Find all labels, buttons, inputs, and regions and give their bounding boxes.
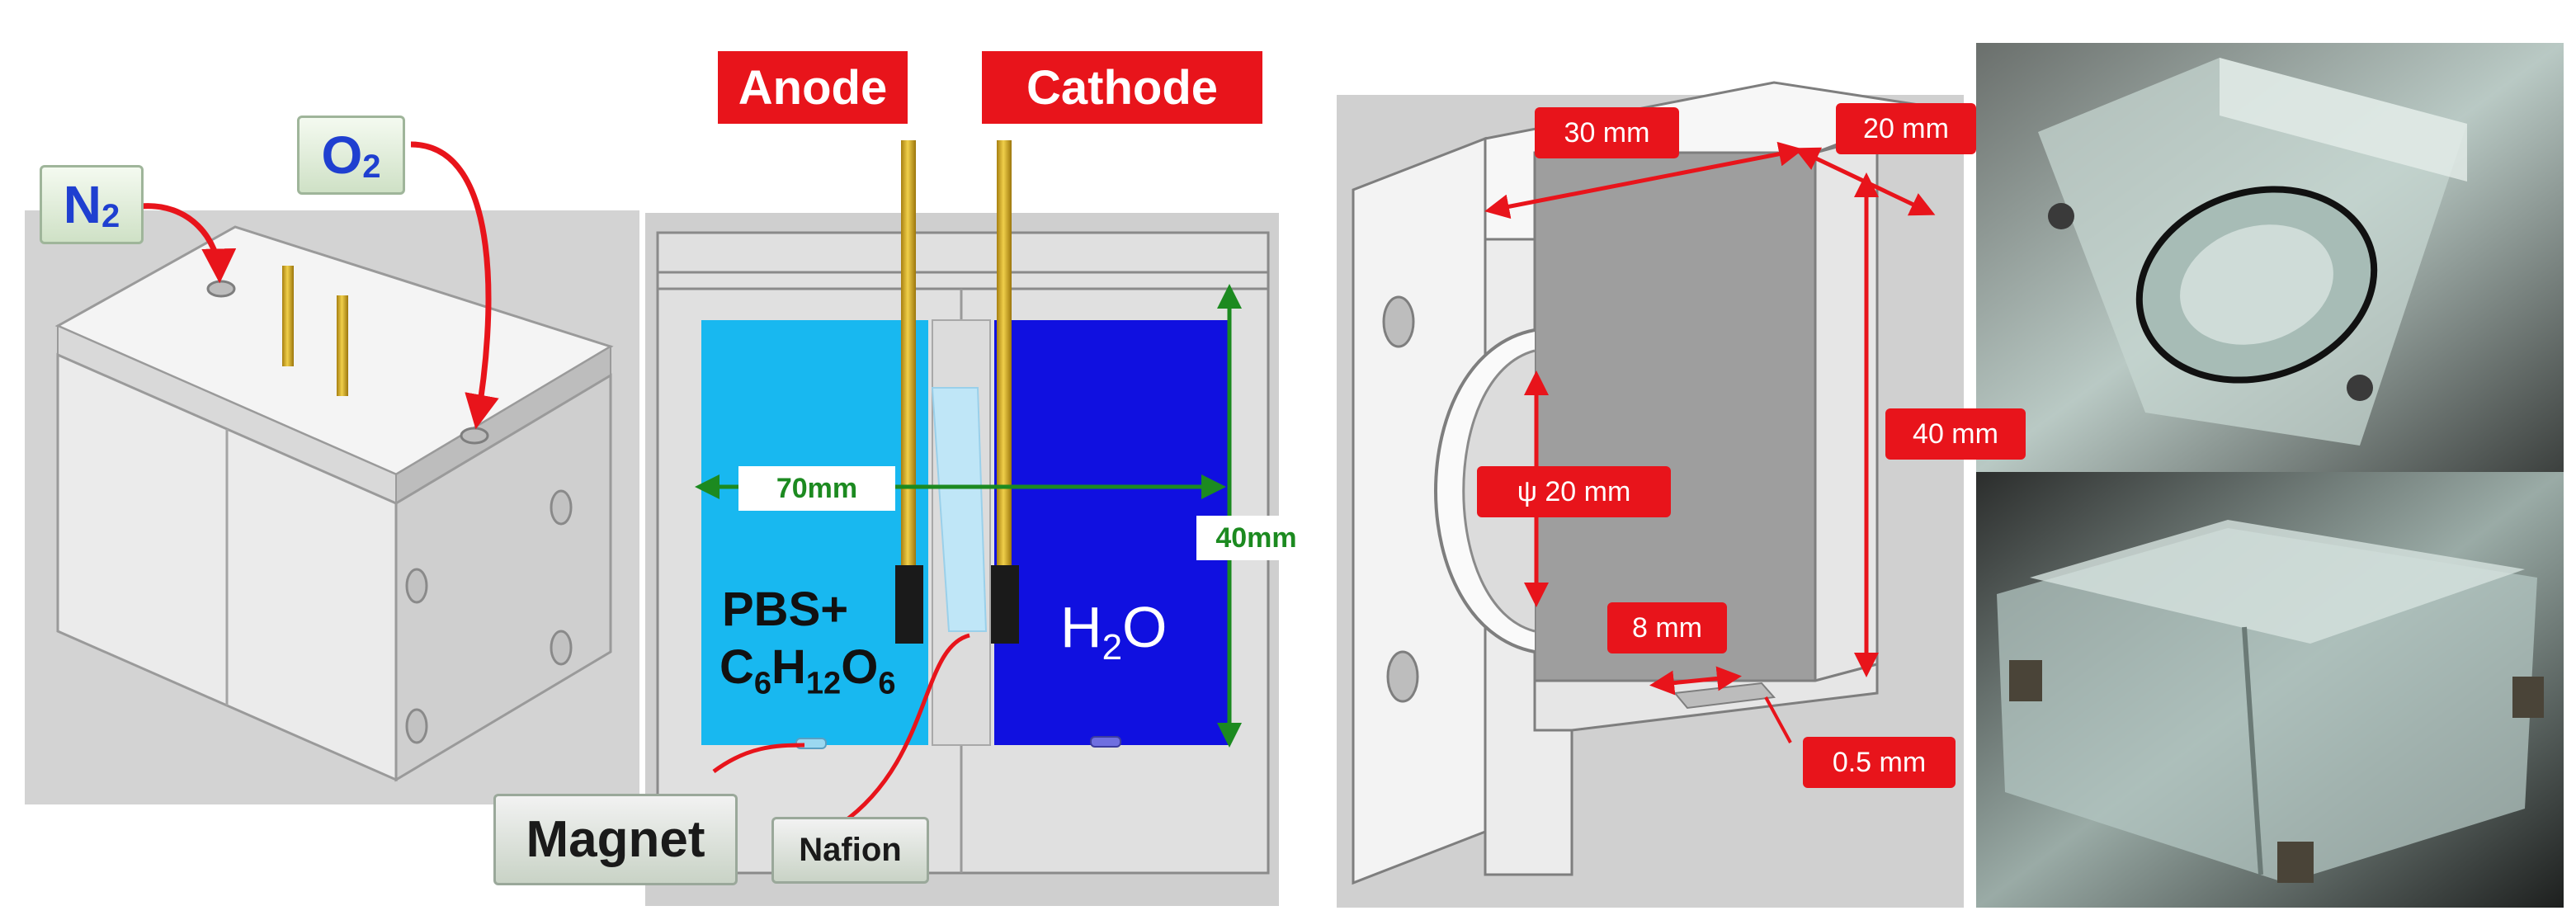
nafion-membrane (931, 387, 988, 632)
gas-inlet-arrow (139, 203, 237, 284)
anode-chamber (701, 320, 928, 745)
side-hole (550, 630, 573, 666)
bolt-hole (1382, 295, 1415, 348)
glucose-c-sub: 6 (753, 666, 772, 701)
dim-05-leader (1764, 696, 1792, 743)
electrode-rod-b (337, 295, 348, 396)
panel-a-isometric-cell (25, 141, 639, 804)
width-dimension-label: 70mm (738, 466, 895, 511)
dim-05-label: 0.5 mm (1803, 737, 1956, 788)
dim-40-label: 40 mm (1885, 408, 2026, 460)
dim-8-label: 8 mm (1607, 602, 1727, 653)
gas-outlet-port (460, 427, 489, 445)
magnet-label: Magnet (493, 794, 738, 885)
oxygen-symbol: O (321, 125, 363, 185)
electrode-rod-a (282, 266, 294, 366)
photo-bottom-bolt (2512, 677, 2544, 718)
anode-solution-glucose: C6H12O6 (719, 639, 895, 702)
nafion-leader (840, 633, 970, 826)
bolt-hole (1386, 650, 1419, 703)
anode-rod (901, 140, 916, 569)
dim-diameter-label: ψ 20 mm (1477, 466, 1671, 517)
gas-outlet-arrow (410, 141, 499, 430)
anode-electrode-tip (895, 565, 923, 644)
cathode-solution-water: H2O (1060, 594, 1168, 668)
nitrogen-symbol: N (63, 175, 101, 234)
water-o: O (1122, 595, 1168, 659)
glucose-h: H (771, 640, 806, 694)
photo-bottom-acrylic-block (1997, 528, 2537, 883)
photo-top-window (2180, 224, 2333, 345)
photo-bottom-divider (2242, 626, 2263, 875)
photo-bottom-bolt (2277, 842, 2314, 883)
stir-bar (1090, 736, 1121, 748)
photo-top-lid (2220, 58, 2467, 182)
oxygen-subscript: 2 (362, 148, 381, 185)
cathode-label: Cathode (982, 51, 1262, 124)
side-hole (550, 489, 573, 526)
photo-bottom-bolt (2009, 660, 2042, 701)
glucose-o: O (841, 640, 879, 694)
magnet-leader (712, 743, 805, 774)
gas-inlet-port (206, 280, 236, 298)
glucose-o-sub: 6 (878, 666, 896, 701)
photo-top-bolt-hole (2048, 203, 2074, 229)
cathode-chamber (994, 320, 1229, 745)
dim-30-label: 30 mm (1535, 107, 1679, 158)
photo-top-bolt-hole (2347, 375, 2373, 401)
cathode-electrode-tip (991, 565, 1019, 644)
dim-20-depth-label: 20 mm (1836, 103, 1976, 154)
dim-8-arrow (1649, 666, 1742, 696)
nafion-label: Nafion (771, 817, 929, 884)
side-hole (405, 708, 428, 744)
glucose-h-sub: 12 (805, 666, 842, 701)
cathode-rod (997, 140, 1012, 569)
height-dimension-label: 40mm (1196, 516, 1316, 560)
nitrogen-subscript: 2 (101, 197, 120, 234)
anode-label: Anode (718, 51, 908, 124)
glucose-c: C (719, 640, 754, 694)
water-h-sub: 2 (1102, 627, 1123, 668)
anode-solution-pbs: PBS+ (722, 583, 849, 636)
panel-b-cross-section (645, 140, 1279, 906)
water-h: H (1060, 595, 1102, 659)
side-hole (405, 568, 428, 604)
photo-bottom-top-face (2030, 520, 2525, 644)
cavity-back-wall (1533, 151, 1817, 682)
body-side-face (394, 373, 612, 782)
dim-30-arrow (1484, 141, 1804, 219)
panel-d-photos (1976, 43, 2564, 908)
